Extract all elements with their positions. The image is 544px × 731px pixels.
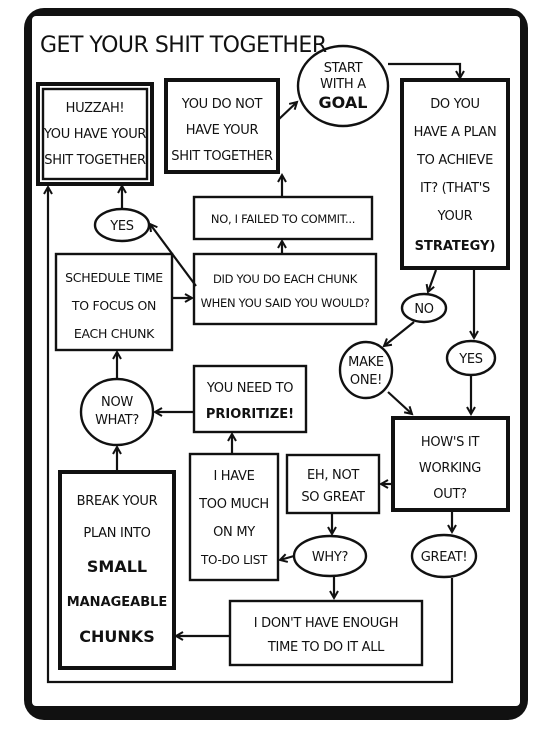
nowwhat-line-2: WHAT? (95, 413, 139, 428)
arrow-makeone-to-howsit (387, 391, 412, 414)
great-node (410, 533, 478, 579)
breakplan-line-1: BREAK YOUR (77, 494, 158, 509)
makeone-line-1: MAKE (348, 355, 384, 370)
notogether-line-2: HAVE YOUR (186, 123, 259, 138)
make-one-node (338, 340, 394, 400)
arrow-goal-to-plan (388, 62, 460, 78)
nowwhat-line-1: NOW (101, 395, 133, 410)
arrow-plan-to-no (428, 269, 438, 292)
great-label: GREAT! (421, 550, 468, 565)
arrow-great-to-huzzah (48, 187, 454, 684)
plan-line-2: HAVE A PLAN (414, 125, 497, 140)
arrow-nottogether-to-goal (277, 102, 297, 121)
notgreat-line-2: SO GREAT (301, 490, 365, 505)
toomuch-line-3: ON MY (213, 525, 255, 540)
plan-line-6: STRATEGY) (415, 239, 496, 254)
toomuch-line-1: I HAVE (213, 469, 254, 484)
yes-right-node (445, 339, 497, 377)
notogether-line-3: SHIT TOGETHER (171, 149, 273, 164)
prioritize-line-2: PRIORITIZE! (206, 407, 294, 422)
howsit-line-1: HOW'S IT (421, 435, 480, 450)
notime-line-2: TIME TO DO IT ALL (267, 640, 385, 655)
no-label: NO (414, 302, 433, 317)
didchunk-line-1: DID YOU DO EACH CHUNK (213, 272, 358, 286)
failed-line-1: NO, I FAILED TO COMMIT... (211, 212, 355, 226)
plan-question-node (400, 78, 510, 270)
huzzah-line-2: YOU HAVE YOUR (43, 127, 147, 142)
makeone-line-2: ONE! (350, 373, 382, 388)
howsit-line-3: OUT? (433, 487, 466, 502)
huzzah-inner-border (41, 87, 149, 181)
how-working-node (391, 416, 510, 512)
start-line-1: START (324, 61, 363, 76)
prioritize-line-1: YOU NEED TO (206, 381, 293, 396)
breakplan-line-4: MANAGEABLE (67, 595, 168, 610)
schedule-line-1: SCHEDULE TIME (65, 270, 163, 285)
did-chunk-node (192, 252, 378, 326)
arrow-why-to-toomuch (280, 556, 295, 560)
breakplan-line-3: SMALL (87, 557, 147, 576)
start-line-2: WITH A (320, 77, 366, 92)
too-much-node (188, 452, 280, 582)
now-what-node (79, 377, 155, 447)
plan-line-1: DO YOU (430, 97, 480, 112)
schedule-line-2: TO FOCUS ON (71, 298, 156, 313)
start-goal-node (296, 44, 390, 128)
diagram-title: GET YOUR SHIT TOGETHER (40, 33, 327, 58)
notime-line-1: I DON'T HAVE ENOUGH (254, 616, 399, 631)
toomuch-line-2: TOO MUCH (198, 497, 269, 512)
notogether-line-1: YOU DO NOT (181, 97, 263, 112)
no-node (400, 292, 448, 324)
didchunk-line-2: WHEN YOU SAID YOU WOULD? (201, 296, 370, 310)
huzzah-node (36, 82, 154, 186)
huzzah-line-1: HUZZAH! (66, 101, 125, 116)
yes-right-label: YES (458, 352, 483, 367)
notgreat-line-1: EH, NOT (307, 468, 359, 483)
not-together-node (164, 78, 280, 174)
start-line-3: GOAL (319, 93, 368, 112)
howsit-line-2: WORKING (419, 461, 481, 476)
breakplan-line-2: PLAN INTO (83, 526, 150, 541)
toomuch-line-4: TO-DO LIST (200, 553, 268, 567)
no-time-node (228, 599, 424, 667)
plan-line-5: YOUR (437, 209, 473, 224)
schedule-line-3: EACH CHUNK (74, 326, 155, 341)
arrow-didchunk-to-yes (150, 224, 197, 287)
why-label: WHY? (312, 550, 348, 565)
plan-line-3: TO ACHIEVE (416, 153, 493, 168)
yes-left-label: YES (109, 219, 134, 234)
plan-line-4: IT? (THAT'S (420, 181, 490, 196)
huzzah-line-3: SHIT TOGETHER (44, 153, 146, 168)
prioritize-node (192, 364, 308, 434)
breakplan-line-5: CHUNKS (79, 627, 154, 646)
arrow-no-to-makeone (384, 321, 415, 346)
